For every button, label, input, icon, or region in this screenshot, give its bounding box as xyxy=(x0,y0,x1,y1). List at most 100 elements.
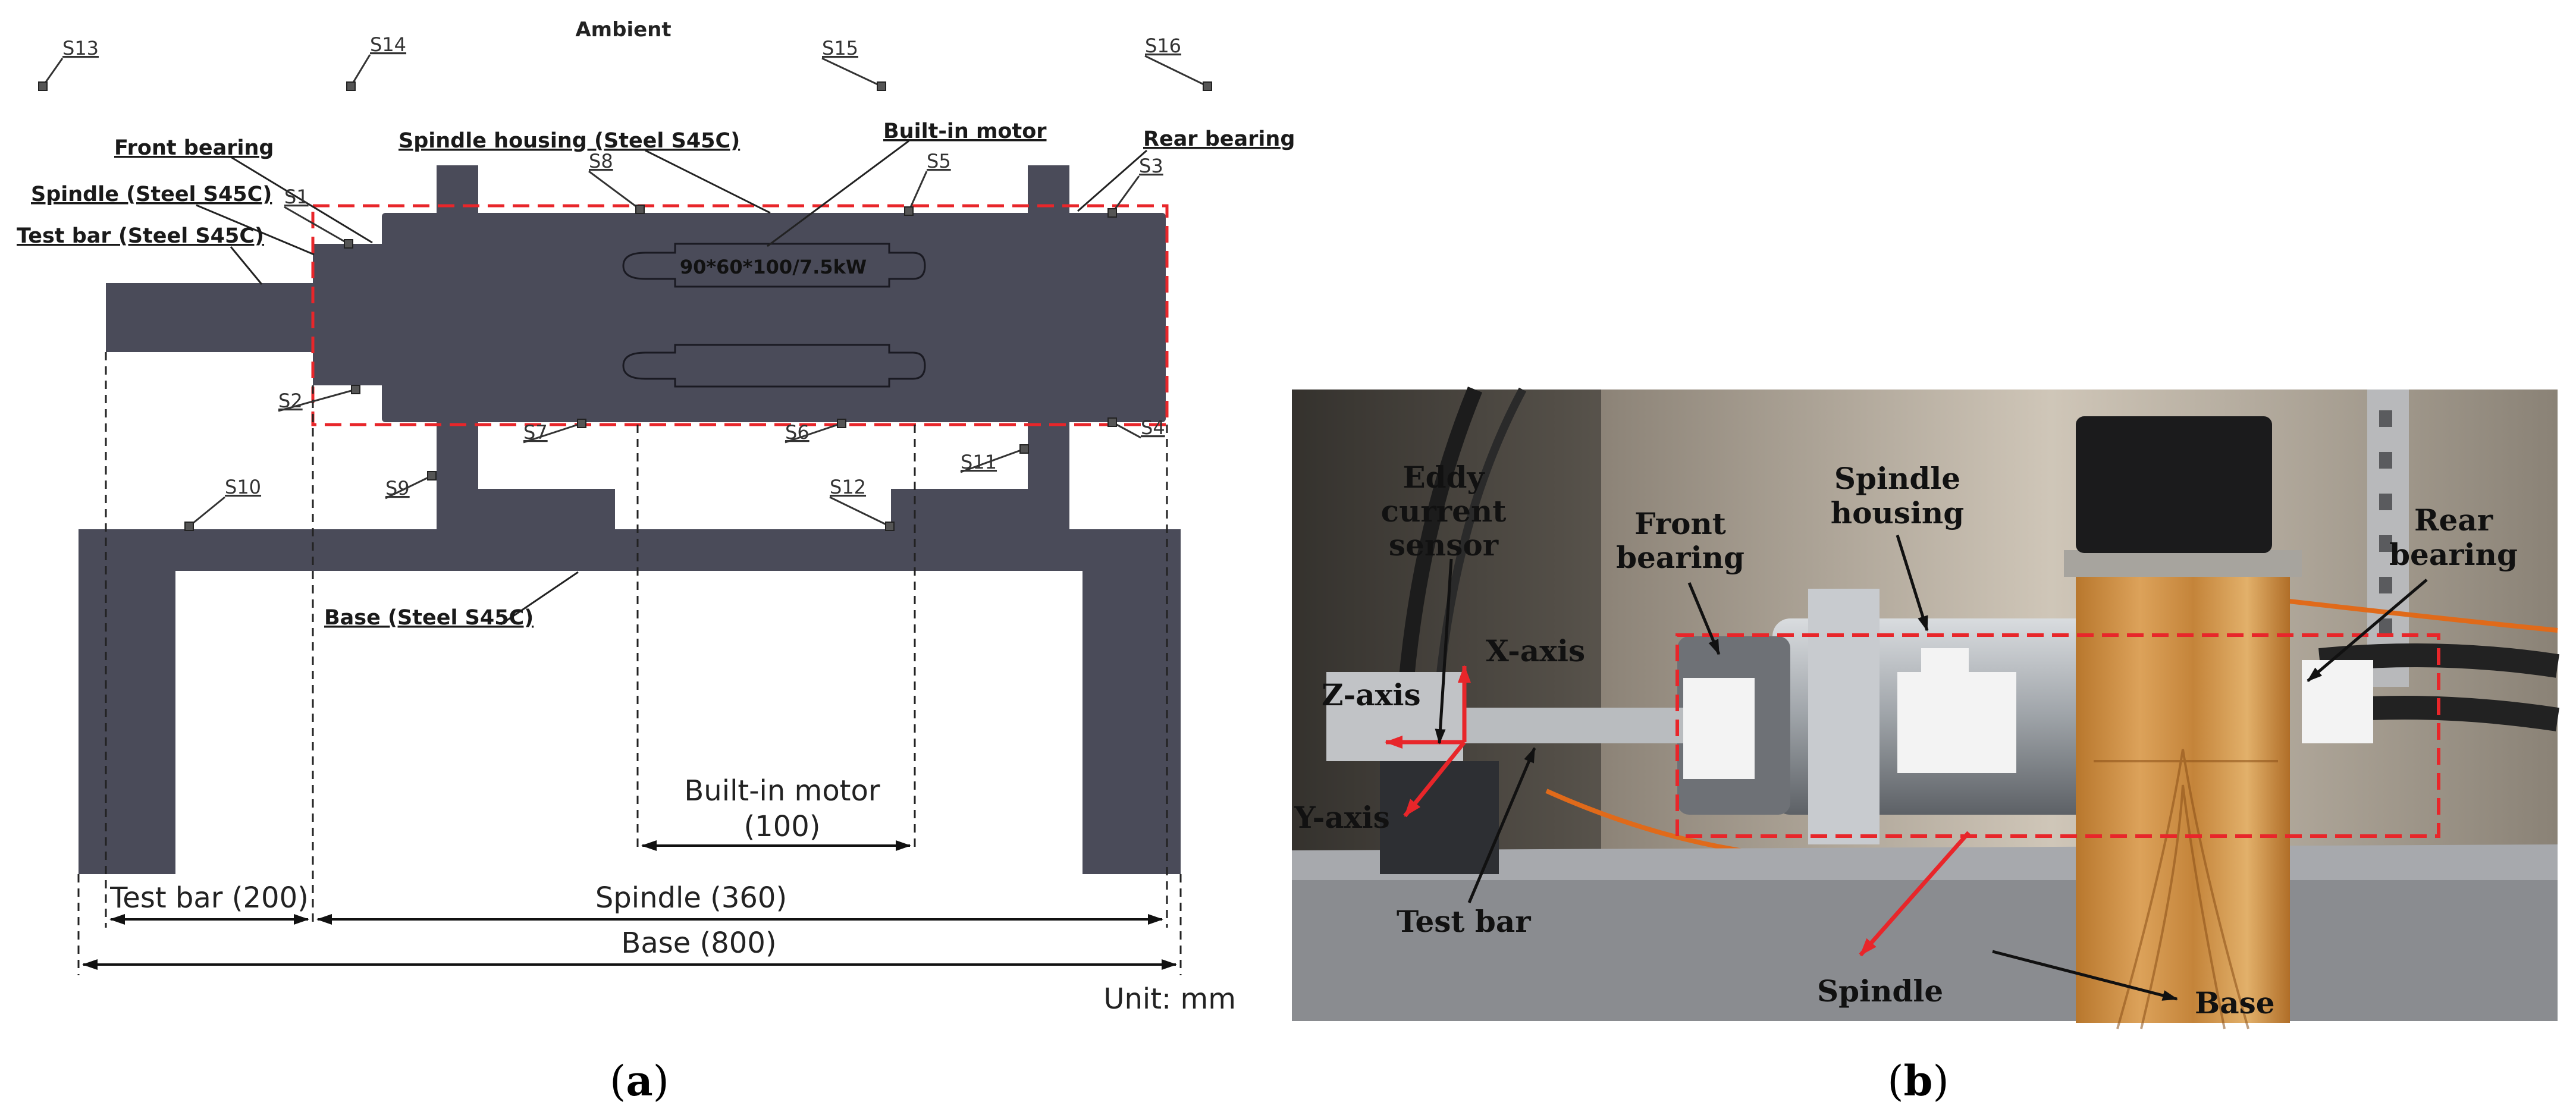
sensor-marker-s10 xyxy=(184,522,194,531)
sensor-marker-s11 xyxy=(1019,444,1029,454)
sensor-label-s14: S14 xyxy=(370,33,406,56)
sensor-label-s2: S2 xyxy=(278,390,303,412)
spindle-nose xyxy=(313,244,382,385)
panel-a-diagram: Ambient 90*60*100/7.5kW xyxy=(17,18,1295,1105)
photo-label-eddy-2: current xyxy=(1381,494,1507,529)
sensor-label-s8: S8 xyxy=(589,150,613,172)
base-body xyxy=(79,529,1181,874)
sensor-marker-s16 xyxy=(1203,81,1212,91)
sensor-leader-s1 xyxy=(284,206,349,245)
sensor-marker-s9 xyxy=(427,471,437,480)
panel-b-photo: Eddy current sensor Front bearing Spindl… xyxy=(1292,387,2559,1105)
sensor-leader-s8 xyxy=(588,170,641,211)
sensor-marker-s8 xyxy=(635,205,645,214)
front-foot-block xyxy=(478,489,615,530)
sensor-leader-s7 xyxy=(523,422,582,444)
sensor-label-s15: S15 xyxy=(822,37,858,59)
photo-dashed-box xyxy=(1676,633,2440,838)
sensor-label-s3: S3 xyxy=(1139,155,1163,177)
wood-grain xyxy=(2094,749,2278,1029)
sensor-label-s5: S5 xyxy=(927,150,951,172)
photo-label-test-bar: Test bar xyxy=(1397,904,1531,939)
panel-a-caption: (a) xyxy=(610,1056,669,1105)
motor-slot-lower xyxy=(622,344,926,388)
sensor-marker-s12 xyxy=(885,522,895,531)
axis-arrows xyxy=(1385,665,1971,957)
sensor-leader-s16 xyxy=(1144,55,1208,87)
extension-lines xyxy=(77,352,1182,975)
photo-label-rear-2: bearing xyxy=(2389,537,2518,572)
dim-base: Base (800) xyxy=(621,926,776,960)
sensor-leader-s14 xyxy=(350,54,371,87)
spindle-housing xyxy=(382,213,1166,422)
test-bar xyxy=(106,283,313,352)
sensor-label-s6: S6 xyxy=(785,421,809,444)
sensor-label-s1: S1 xyxy=(284,186,309,208)
dim-spindle: Spindle (360) xyxy=(595,881,787,915)
white-tapes xyxy=(1683,648,2373,779)
sensor-marker-s15 xyxy=(877,81,886,91)
sensor-marker-s6 xyxy=(837,419,846,428)
dimension-lines xyxy=(82,840,1177,970)
motor-slot-upper xyxy=(622,243,926,288)
photo-label-y-axis: Y-axis xyxy=(1294,800,1390,835)
sensor-label-s11: S11 xyxy=(961,451,997,473)
panel-b-caption: (b) xyxy=(1887,1056,1949,1105)
photo-label-z-axis: Z-axis xyxy=(1322,677,1421,712)
photo-label-front-1: Front xyxy=(1634,506,1726,541)
photo-base-plate xyxy=(1292,880,2558,1021)
sensor-label-s13: S13 xyxy=(62,37,99,59)
part-leaders xyxy=(196,140,1147,626)
photo-label-spindle: Spindle xyxy=(1817,973,1943,1009)
sensor-label-s9: S9 xyxy=(385,477,410,500)
label-spindle: Spindle (Steel S45C) xyxy=(31,183,272,206)
dim-motor-label: Built-in motor xyxy=(684,774,880,808)
photo-rear-motor-box xyxy=(2076,416,2272,553)
sensor-marker-s3 xyxy=(1107,208,1117,218)
sensor-marker-s4 xyxy=(1107,417,1117,427)
label-built-in-motor: Built-in motor xyxy=(883,120,1047,143)
sensor-leaders xyxy=(42,54,1208,527)
sensor-label-s4: S4 xyxy=(1141,416,1165,439)
sensor-marker-s2 xyxy=(351,385,360,394)
sensor-label-s10: S10 xyxy=(225,476,261,498)
sensor-leader-s2 xyxy=(278,388,356,412)
sensor-leader-s15 xyxy=(821,57,882,87)
label-spindle-housing: Spindle housing (Steel S45C) xyxy=(399,129,740,153)
sensor-leader-s11 xyxy=(960,448,1025,473)
motor-spec-text: 90*60*100/7.5kW xyxy=(680,256,867,278)
photo-label-eddy-1: Eddy xyxy=(1402,460,1485,495)
photo-sensor-stand xyxy=(1380,761,1499,874)
rear-foot-block xyxy=(891,489,1028,530)
photo-label-housing-1: Spindle xyxy=(1834,461,1960,496)
photo-front-flange xyxy=(1808,589,1880,844)
rack-holes xyxy=(2379,410,2392,635)
photo-label-housing-2: housing xyxy=(1831,495,1965,530)
sensor-label-s12: S12 xyxy=(830,476,866,498)
unit-label: Unit: mm xyxy=(1103,982,1236,1016)
sensor-leader-s5 xyxy=(908,171,928,212)
label-rear-bearing: Rear bearing xyxy=(1143,127,1295,151)
label-front-bearing: Front bearing xyxy=(114,136,274,160)
photo-label-x-axis: X-axis xyxy=(1486,633,1585,668)
photo-label-front-2: bearing xyxy=(1616,540,1744,575)
label-base: Base (Steel S45C) xyxy=(324,606,534,630)
sensor-leader-s12 xyxy=(829,496,890,527)
photo-label-eddy-3: sensor xyxy=(1389,527,1499,563)
dim-motor-value: (100) xyxy=(743,810,820,843)
label-test-bar: Test bar (Steel S45C) xyxy=(17,224,264,248)
dim-test-bar: Test bar (200) xyxy=(109,881,309,915)
sensor-marker-s14 xyxy=(346,81,356,91)
sensor-leader-s9 xyxy=(385,475,432,500)
photo-leaders xyxy=(1435,535,2428,1001)
photo-label-base: Base xyxy=(2195,985,2275,1020)
ambient-label: Ambient xyxy=(575,18,671,42)
sensor-label-s16: S16 xyxy=(1145,34,1181,57)
sensor-marker-s7 xyxy=(577,419,586,428)
sensor-leader-s10 xyxy=(189,496,225,527)
sensor-leader-s3 xyxy=(1111,175,1140,213)
photo-label-rear-1: Rear xyxy=(2414,502,2493,538)
sensor-leader-s6 xyxy=(785,422,842,444)
